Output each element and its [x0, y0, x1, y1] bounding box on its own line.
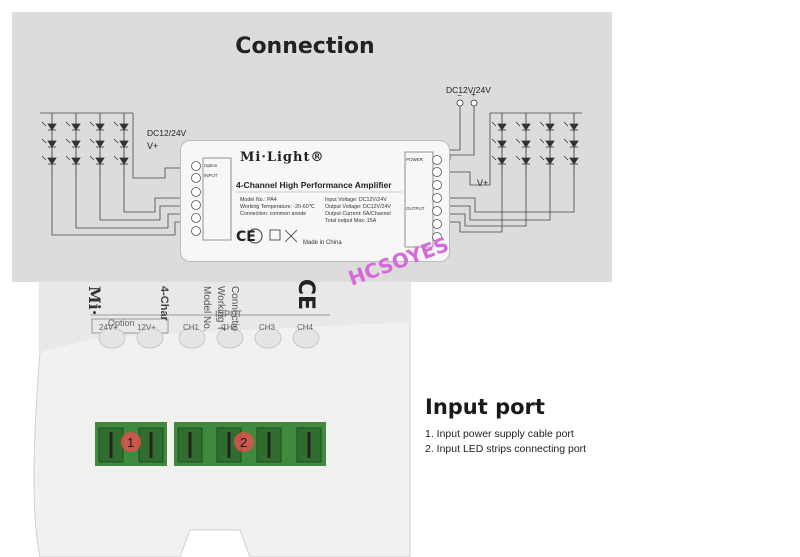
model-text: Model No.: PA4 [240, 197, 277, 203]
led-icon [497, 123, 507, 131]
photo-label-ch1: CH1 [183, 323, 200, 332]
led-light-ray [65, 138, 71, 144]
output-block-label: OUTPUT [406, 206, 425, 211]
device-name: 4-Channel High Performance Amplifier [236, 180, 392, 190]
connection-text: Connection: common anode [240, 211, 307, 217]
minus-label: − [457, 91, 462, 100]
left-led-array [41, 113, 129, 175]
led-icon [521, 157, 531, 165]
led-light-ray [65, 121, 71, 127]
led-icon [497, 140, 507, 148]
photo-port-labels: 24V+ 12V+ CH1 CH2 CH3 CH4 [99, 323, 339, 335]
led-light-ray [113, 121, 119, 127]
photo-label-24v: 24V+ [99, 323, 118, 332]
input-port-item-1: 1. Input power supply cable port [425, 428, 574, 440]
led-icon [71, 140, 81, 148]
device-brand: Mi·Light® [240, 150, 325, 165]
right-power-label: DC12V/24V [446, 85, 491, 95]
led-icon [545, 123, 555, 131]
led-icon [569, 157, 579, 165]
marker-1: 1 [127, 435, 135, 450]
led-icon [119, 157, 129, 165]
wiring-diagram [40, 99, 582, 236]
led-light-ray [539, 121, 545, 127]
led-light-ray [491, 138, 497, 144]
led-light-ray [491, 121, 497, 127]
led-light-ray [515, 121, 521, 127]
photo-label-ch4: CH4 [297, 323, 314, 332]
right-v-plus-label: V+ [477, 178, 489, 188]
led-light-ray [539, 138, 545, 144]
photo-brand: Mi· [85, 286, 104, 316]
led-icon [545, 157, 555, 165]
led-icon [95, 123, 105, 131]
photo-name: 4-Char [158, 286, 170, 321]
led-light-ray [113, 155, 119, 161]
led-icon [569, 140, 579, 148]
led-light-ray [89, 121, 95, 127]
photo-label-ch2: CH2 [221, 323, 238, 332]
output-voltage-text: Output Voltage: DC12V/24V [325, 204, 391, 210]
wires [40, 103, 582, 236]
marker-2: 2 [240, 435, 248, 450]
power-block-label: POWER [406, 157, 424, 162]
led-icon [95, 157, 105, 165]
total-output-text: Total output Max: 15A [325, 218, 377, 224]
device-photo [33, 282, 411, 557]
right-led-array [491, 113, 579, 175]
led-light-ray [89, 138, 95, 144]
led-light-ray [89, 155, 95, 161]
led-light-ray [113, 138, 119, 144]
led-icon [119, 140, 129, 148]
led-icon [71, 123, 81, 131]
power-terminals [456, 99, 478, 107]
input-voltage-text: Input Voltage: DC12V/24V [325, 197, 387, 203]
led-light-ray [491, 155, 497, 161]
led-light-ray [41, 155, 47, 161]
led-light-ray [539, 155, 545, 161]
photo-label-ch3: CH3 [259, 323, 276, 332]
led-icon [47, 123, 57, 131]
led-light-ray [41, 138, 47, 144]
led-icon [521, 123, 531, 131]
led-light-ray [515, 155, 521, 161]
left-v-plus-label: V+ [147, 141, 159, 151]
diagram-title: Connection [235, 34, 375, 59]
plus-label: + [471, 90, 476, 99]
led-icon [569, 123, 579, 131]
led-icon [545, 140, 555, 148]
amplifier-terminals [191, 151, 442, 248]
led-icon [119, 123, 129, 131]
led-icon [497, 157, 507, 165]
led-light-ray [563, 121, 569, 127]
led-light-ray [515, 138, 521, 144]
photo-label-12v: 12V+ [137, 323, 156, 332]
output-current-text: Output Current: 6A/Channel [325, 211, 391, 217]
led-icon [47, 140, 57, 148]
ce-mark: CE [236, 229, 256, 245]
left-power-label: DC12/24V [147, 128, 187, 138]
photo-ce-mark: CE [293, 278, 319, 311]
input-port-title: Input port [425, 395, 545, 419]
photo-option-label: Option [108, 318, 135, 328]
led-light-ray [563, 155, 569, 161]
working-temp-text: Working Temperature: -20-60℃ [240, 204, 315, 210]
input-port-item-2: 2. Input LED strips connecting port [425, 443, 587, 455]
led-light-ray [563, 138, 569, 144]
led-icon [521, 140, 531, 148]
led-icon [47, 157, 57, 165]
option-label: Option [204, 163, 218, 168]
made-in-text: Made in China [303, 240, 342, 246]
led-light-ray [41, 121, 47, 127]
photo-input-label: INPUT [215, 309, 242, 319]
led-icon [95, 140, 105, 148]
led-icon [71, 157, 81, 165]
input-block-label: INPUT [204, 173, 218, 178]
led-light-ray [65, 155, 71, 161]
